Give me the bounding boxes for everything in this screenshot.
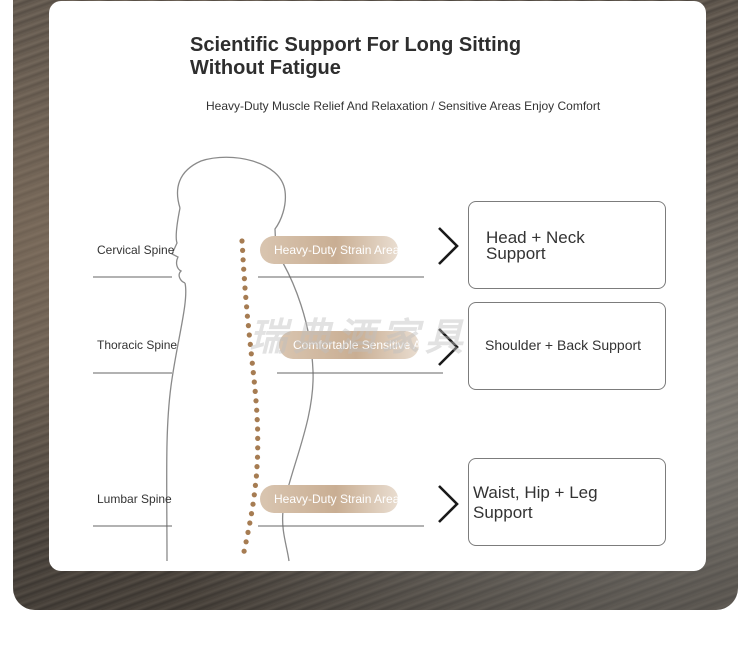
- page-subtitle: Heavy-Duty Muscle Relief And Relaxation …: [206, 99, 601, 113]
- area-pill-thoracic: Comfortable Sensitive Areas: [279, 331, 419, 359]
- spine-dot: [243, 539, 249, 545]
- spine-dot: [241, 548, 247, 554]
- chevron-right-icon: [438, 485, 459, 523]
- spine-dot: [248, 351, 254, 357]
- spine-dot: [250, 501, 256, 507]
- spine-dot: [247, 341, 253, 347]
- body-back-outline: [281, 262, 314, 562]
- spine-dot: [245, 323, 251, 329]
- spine-dot: [255, 426, 261, 432]
- spine-dot: [255, 445, 261, 451]
- spine-dot: [249, 360, 255, 366]
- title-line-1: Scientific Support For Long Sitting: [190, 34, 522, 56]
- spine-dot: [253, 473, 259, 479]
- spine-dot: [239, 238, 245, 244]
- spine-dot: [248, 510, 255, 517]
- spine-dot: [245, 529, 251, 536]
- spine-dots: [239, 238, 261, 554]
- chevron-right-icon: [438, 227, 459, 265]
- title-line-2: Without Fatigue: [190, 57, 341, 79]
- support-text-waist-hip-leg: Waist, Hip + Leg Support: [473, 483, 598, 522]
- spine-dot: [254, 407, 260, 413]
- spine-label-thoracic: Thoracic Spine: [97, 338, 178, 352]
- spine-dot: [241, 276, 247, 282]
- spine-dot: [246, 332, 252, 338]
- page-title: Scientific Support For Long Sitting With…: [190, 34, 590, 80]
- area-pill-lumbar: Heavy-Duty Strain Area: [260, 485, 398, 513]
- support-box-head-neck: Head + Neck Support: [468, 201, 666, 289]
- spine-dot: [254, 417, 260, 423]
- spine-dot: [250, 370, 256, 376]
- spine-dot: [251, 492, 257, 498]
- area-pill-cervical: Heavy-Duty Strain Area: [260, 236, 398, 264]
- spine-dot: [243, 294, 249, 300]
- spine-dot: [244, 304, 250, 310]
- spine-dot: [247, 520, 253, 526]
- face-profile: [171, 207, 186, 284]
- spine-dot: [242, 285, 248, 291]
- spine-dot: [252, 482, 258, 488]
- spine-dot: [253, 398, 259, 404]
- spine-dot: [241, 266, 247, 272]
- support-box-shoulder-back: Shoulder + Back Support: [468, 302, 666, 390]
- spine-dot: [240, 257, 246, 263]
- spine-dot: [240, 247, 246, 253]
- spine-dot: [254, 464, 260, 470]
- spine-dot: [255, 435, 261, 441]
- body-outline-illustration: [93, 156, 443, 562]
- support-text-shoulder-back: Shoulder + Back Support: [485, 337, 642, 353]
- spine-dot: [244, 313, 250, 319]
- spine-dot: [254, 454, 261, 460]
- support-text-head-neck: Head + Neck Support: [486, 228, 585, 263]
- chevron-right-icon: [438, 328, 459, 366]
- spine-dot: [252, 388, 258, 394]
- spine-label-cervical: Cervical Spine: [97, 243, 175, 257]
- spine-label-lumbar: Lumbar Spine: [97, 492, 172, 506]
- body-front-outline: [166, 282, 187, 562]
- support-box-waist-hip-leg: Waist, Hip + Leg Support: [468, 458, 666, 546]
- info-card: Scientific Support For Long Sitting With…: [49, 1, 706, 571]
- spine-dot: [251, 379, 257, 385]
